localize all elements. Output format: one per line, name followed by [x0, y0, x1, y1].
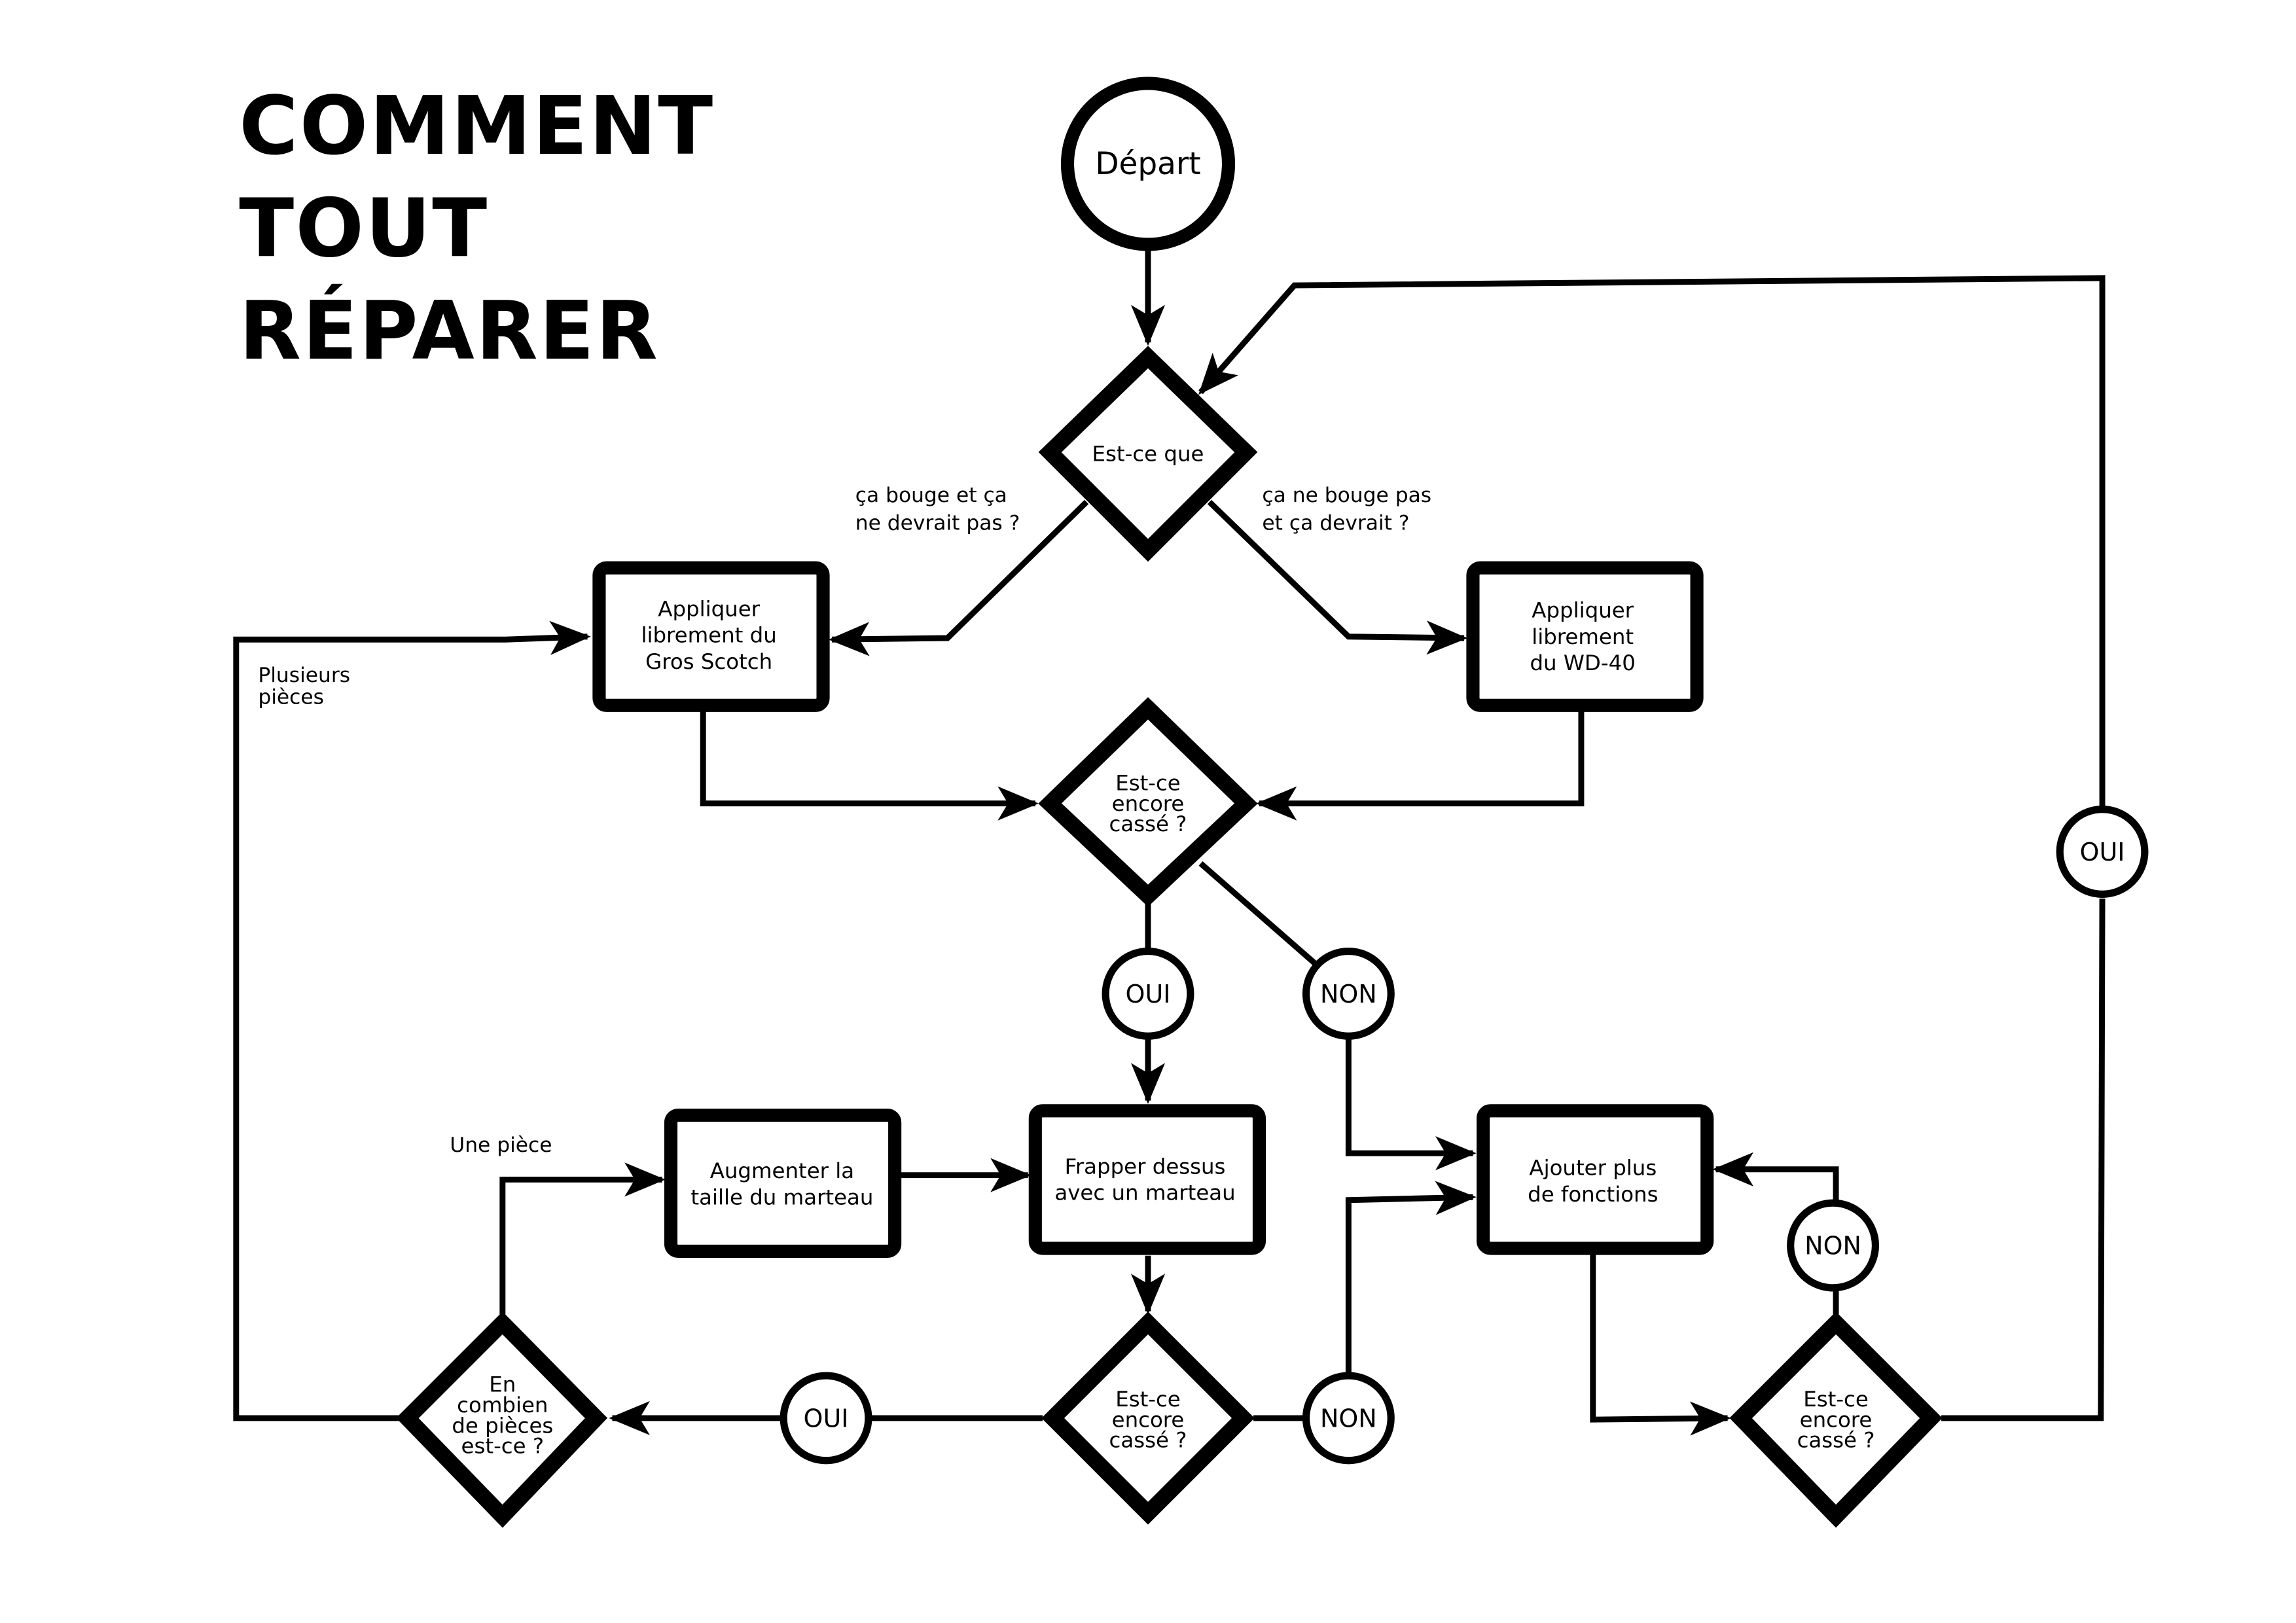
decision-label-line: cassé ? — [1109, 1428, 1187, 1453]
decision-label-line: combien — [457, 1393, 548, 1418]
decision-how-many-pieces[interactable]: En combien de pièces est-ce ? — [396, 1311, 608, 1528]
answer-circle — [1102, 947, 1194, 1040]
box-bigger-hammer[interactable]: Augmenter la taille du marteau — [664, 1108, 902, 1258]
decision-label-line: encore — [1112, 791, 1185, 816]
decision-label-line: est-ce ? — [461, 1434, 544, 1459]
edge-label-one-piece: Une pièce — [450, 1133, 552, 1157]
edge-label-line: pièces — [258, 686, 324, 709]
decision-label-line: cassé ? — [1797, 1428, 1875, 1453]
decision-still-broken-3-shape — [1729, 1311, 1943, 1528]
edge-decision-4-to-oui — [1941, 899, 2106, 1421]
box-label-line: taille du marteau — [691, 1185, 873, 1209]
edge-label-line: ça ne bouge pas — [1262, 484, 1431, 507]
page-title: COMMENT TOUT RÉPARER — [239, 80, 714, 378]
edge-non-2-to-features — [1345, 1181, 1477, 1373]
box-label-line: librement — [1532, 624, 1634, 649]
decision-still-broken-2[interactable]: Est-ce encore cassé ? — [1041, 1311, 1255, 1525]
answer-circle — [1302, 947, 1395, 1040]
edge-non-to-features — [1345, 1036, 1477, 1171]
box-add-features-shape — [1477, 1104, 1714, 1255]
edge-decision-2-to-non — [1198, 861, 1320, 969]
box-duct-tape[interactable]: Appliquer librement du Gros Scotch — [592, 561, 830, 712]
edge-label-moves-shouldnt: ça bouge et ça ne devrait pas ? — [855, 484, 1020, 535]
box-label-line: Frapper dessus — [1065, 1154, 1226, 1179]
decision-label-line: encore — [1112, 1407, 1185, 1432]
edge-decision-to-wd40 — [1207, 499, 1468, 655]
box-label-line: Augmenter la — [710, 1158, 854, 1183]
title-line-2: TOUT — [239, 182, 488, 276]
answer-circle — [780, 1372, 872, 1465]
edge-label-line: ça bouge et ça — [855, 484, 1007, 507]
decision-still-broken-1[interactable]: Est-ce encore cassé ? — [1038, 697, 1258, 907]
answer-label: OUI — [1126, 980, 1171, 1008]
title-line-3: RÉPARER — [239, 283, 659, 378]
decision-moves[interactable]: Est-ce que — [1038, 346, 1258, 562]
decision-label-line: encore — [1800, 1407, 1873, 1432]
answer-circle — [1302, 1372, 1395, 1465]
decision-label-line: de pièces — [452, 1413, 553, 1438]
decision-label-line: Est-ce — [1803, 1387, 1869, 1412]
decision-moves-label: Est-ce que — [1092, 441, 1204, 466]
box-wd40-shape — [1466, 561, 1704, 712]
answer-label: NON — [1320, 980, 1377, 1008]
answer-non-3[interactable]: NON — [1787, 1199, 1880, 1292]
box-label-line: du WD-40 — [1530, 651, 1635, 675]
box-add-features[interactable]: Ajouter plus de fonctions — [1477, 1104, 1714, 1255]
box-label-line: Appliquer — [1532, 598, 1634, 623]
decision-label-line: En — [489, 1372, 516, 1397]
answer-oui-1[interactable]: OUI — [1102, 947, 1194, 1040]
answer-circle — [1787, 1199, 1880, 1292]
edge-label-several-pieces: Plusieurs pièces — [258, 664, 350, 709]
edge-label-line: et ça devrait ? — [1262, 512, 1409, 535]
box-hit-hammer[interactable]: Frapper dessus avec un marteau — [1028, 1104, 1266, 1255]
edge-non-3-to-features — [1712, 1152, 1839, 1200]
answer-circle — [2056, 806, 2149, 898]
start-node[interactable]: Départ — [1060, 77, 1236, 251]
decision-still-broken-3[interactable]: Est-ce encore cassé ? — [1729, 1311, 1943, 1528]
answer-label: NON — [1804, 1231, 1861, 1260]
edge-label-line: Plusieurs — [258, 664, 350, 687]
box-label-line: avec un marteau — [1054, 1181, 1235, 1205]
edge-one-piece — [499, 1162, 666, 1315]
edge-several-pieces — [233, 620, 591, 1421]
edge-wd40-to-decision-2 — [1255, 711, 1585, 821]
answer-label: OUI — [2080, 838, 2125, 866]
box-bigger-hammer-shape — [664, 1108, 902, 1258]
start-label: Départ — [1095, 146, 1200, 182]
title-line-1: COMMENT — [239, 80, 714, 173]
box-wd40[interactable]: Appliquer librement du WD-40 — [1466, 561, 1704, 712]
box-duct-tape-shape — [592, 561, 830, 712]
box-label-line: de fonctions — [1528, 1182, 1658, 1207]
box-label-line: librement du — [641, 623, 776, 648]
decision-still-broken-1-shape — [1038, 697, 1258, 907]
answer-label: NON — [1320, 1404, 1377, 1433]
decision-label-line: Est-ce — [1115, 771, 1181, 796]
edge-label-line: ne devrait pas ? — [855, 512, 1020, 535]
edge-label-doesnt-move-should: ça ne bouge pas et ça devrait ? — [1262, 484, 1431, 535]
edge-decision-to-duct-tape — [828, 499, 1089, 656]
box-hit-hammer-shape — [1028, 1104, 1266, 1255]
answer-non-2[interactable]: NON — [1302, 1372, 1395, 1465]
decision-label-line: cassé ? — [1109, 812, 1187, 836]
answer-oui-2[interactable]: OUI — [780, 1372, 872, 1465]
decision-still-broken-2-shape — [1041, 1311, 1255, 1525]
edges — [233, 249, 2106, 1436]
answer-non-1[interactable]: NON — [1302, 947, 1395, 1040]
box-label-line: Gros Scotch — [645, 649, 772, 674]
box-label-line: Appliquer — [658, 596, 760, 621]
decision-moves-shape — [1038, 346, 1258, 562]
answer-label: OUI — [804, 1404, 849, 1433]
edge-duct-tape-to-decision-2 — [700, 711, 1039, 821]
decision-label-line: Est-ce — [1115, 1387, 1181, 1412]
decision-how-many-pieces-shape — [396, 1311, 608, 1528]
start-circle — [1060, 77, 1236, 251]
edge-loop-back-to-top — [1198, 275, 2106, 808]
edge-features-to-decision-4 — [1590, 1253, 1731, 1436]
box-label-line: Ajouter plus — [1529, 1156, 1657, 1181]
answer-oui-3[interactable]: OUI — [2056, 806, 2149, 898]
